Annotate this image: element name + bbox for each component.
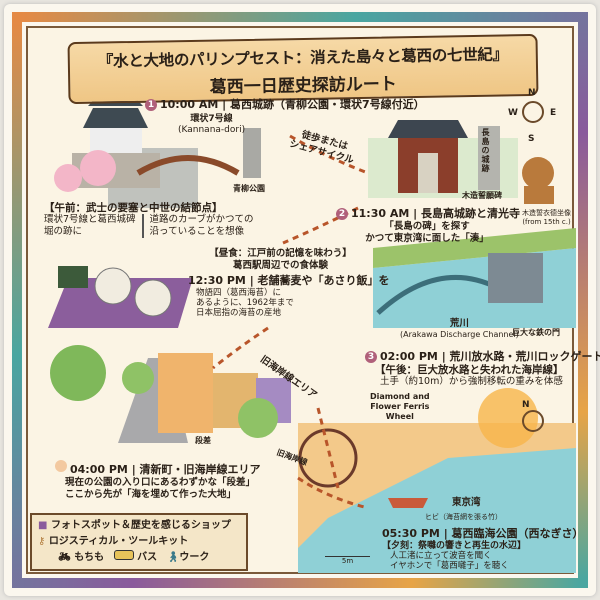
- key-icon: ⚷: [38, 536, 46, 547]
- bus-icon: [113, 550, 134, 560]
- iron-bridge: [376, 274, 500, 315]
- map-canvas: [26, 26, 576, 574]
- stop-1-notes: 【午前：武士の要塞と中世の結節点】 環状7号線と葛西城碑堀の跡に 道路のカーブが…: [44, 202, 254, 238]
- bridge: [136, 155, 240, 176]
- route-path: [212, 134, 369, 510]
- stop-number-badge: 3: [365, 351, 377, 363]
- stop-number-badge: 2: [336, 208, 348, 220]
- compass-west: W: [508, 108, 518, 118]
- legend: ■ フォトスポット＆歴史を感じるショップ ⚷ ロジスティカル・ツールキット 🚲︎…: [30, 513, 248, 571]
- road-label: 環状7号線 (Kannana-dori): [178, 114, 246, 135]
- compass-north: N: [522, 400, 530, 410]
- stop-time: 10:00 AM: [160, 98, 219, 111]
- compass-icon: [517, 96, 549, 128]
- compass-east: E: [550, 108, 557, 118]
- stop-dot: [55, 460, 67, 472]
- monument-icon: [243, 128, 261, 178]
- river-label: 荒川 (Arakawa Discharge Channel): [400, 318, 519, 339]
- river-illustration: [373, 228, 576, 328]
- stele-label: 木造誓願碑: [462, 191, 502, 200]
- boat: [388, 498, 428, 508]
- gate-label: 巨大な鉄の門: [512, 328, 560, 337]
- walk-icon: 🚶︎: [166, 552, 180, 563]
- compass-north: N: [528, 88, 536, 98]
- beach-illustration: [298, 388, 576, 573]
- stop-4: 04:00 PM | 清新町・旧海岸線エリア 現在の公園の入り口にあるわずかな「…: [55, 460, 261, 501]
- camera-icon: ■: [38, 520, 48, 531]
- scale-bar: 5m: [325, 556, 370, 565]
- compass-icon: [522, 410, 544, 432]
- stop-5: 05:30 PM | 葛西臨海公園（西なぎさ） 【夕刻：祭囃の響きと再生の水辺】…: [382, 527, 584, 571]
- sunset: [478, 388, 538, 448]
- park-label: 青柳公園: [233, 184, 265, 193]
- step-label: 段差: [195, 436, 211, 445]
- stone-marker: [478, 126, 500, 190]
- statue: [522, 157, 554, 189]
- stone-marker-inscription: 長島の城跡: [481, 128, 490, 173]
- stop-number-badge: 1: [145, 99, 157, 111]
- compass-rose: N W E S: [508, 88, 558, 148]
- hibi-label: ヒビ（海苔網を張る竹）: [425, 513, 502, 521]
- lunch-stop: 【昼食：江戸前の記憶を味わう】 葛西駅周辺での食体験 12:30 PM | 老舗…: [188, 248, 390, 318]
- bay-label: 東京湾: [452, 497, 481, 508]
- compass-south: S: [528, 134, 535, 144]
- ferris-wheel: [298, 428, 358, 488]
- neighborhood-illustration: [50, 345, 291, 443]
- statue-label: 木造誓衣德坐像(from 15th c.): [522, 209, 571, 226]
- food-illustration: [48, 266, 193, 328]
- compass-rose-2: N: [522, 400, 552, 432]
- title-banner: 『水と大地のパリンプセスト：消えた島々と葛西の七世紀』 葛西一日歴史探訪ルート: [67, 33, 539, 105]
- stop-place: 葛西城跡（青柳公園・環状7号線付近）: [230, 98, 425, 111]
- illustrations: [48, 90, 576, 573]
- castle-illustration: [54, 90, 261, 208]
- bicycle-icon: 🚲︎: [58, 552, 71, 563]
- lock-gate: [488, 253, 543, 303]
- section-title: 【午前：武士の要塞と中世の結節点】: [44, 202, 223, 214]
- temple-illustration: [368, 120, 554, 204]
